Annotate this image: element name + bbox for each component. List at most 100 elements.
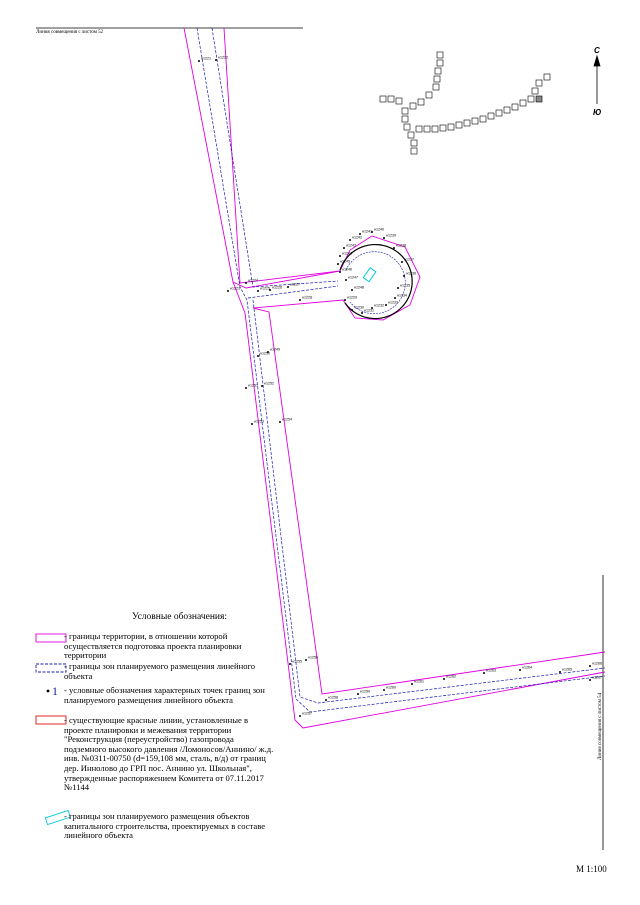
station-area	[339, 243, 413, 320]
point-label: н1226	[272, 286, 282, 290]
point-label: н1247	[348, 276, 358, 280]
point-label: н1224	[248, 279, 258, 283]
point-marker	[267, 351, 269, 353]
point-label: н1249	[270, 348, 280, 352]
point-marker	[344, 299, 346, 301]
point-label: н1262	[446, 675, 456, 679]
point-label: н1236	[406, 272, 416, 276]
point-label: н1250	[260, 352, 270, 356]
point-label: н1259	[360, 690, 370, 694]
point-label: н1244	[342, 252, 352, 256]
legend-title: Условные обозначения:	[132, 612, 228, 622]
point-label: н1243	[346, 244, 356, 248]
point-label: н1257	[302, 712, 312, 716]
point-marker	[371, 307, 373, 309]
compass-arrow	[593, 54, 601, 104]
point-marker	[261, 385, 263, 387]
point-label: н1266	[592, 662, 602, 666]
point-marker	[305, 659, 307, 661]
point-marker	[325, 699, 327, 701]
point-marker	[269, 289, 271, 291]
legend-symbol-point-number: 1	[52, 684, 58, 698]
point-marker	[351, 309, 353, 311]
point-label: н1227	[290, 283, 300, 287]
point-label: н1242	[352, 236, 362, 240]
point-label: н1237	[404, 258, 414, 262]
point-marker	[257, 355, 259, 357]
point-marker	[361, 312, 363, 314]
point-marker	[257, 290, 259, 292]
point-label: н1228	[302, 296, 312, 300]
point-label: н1245	[340, 260, 350, 264]
point-marker	[339, 271, 341, 273]
point-marker	[215, 59, 217, 61]
legend-symbol-territory	[35, 633, 67, 643]
compass-north-label: С	[594, 46, 600, 55]
point-label: н1239	[386, 234, 396, 238]
point-label: н1234	[397, 294, 407, 298]
point-marker	[589, 665, 591, 667]
point-marker	[559, 671, 561, 673]
point-label: н1223	[230, 287, 240, 291]
point-marker	[385, 304, 387, 306]
point-label: н1251	[248, 384, 258, 388]
map-scale: М 1:100	[576, 864, 607, 874]
point-label: н1233	[388, 301, 398, 305]
point-marker	[198, 60, 200, 62]
match-line-top-label: Линия совмещения с листом 52	[36, 30, 104, 35]
point-marker	[299, 715, 301, 717]
point-marker	[279, 421, 281, 423]
point-marker	[357, 693, 359, 695]
point-marker	[343, 247, 345, 249]
point-label: н1222	[218, 56, 228, 60]
key-map	[379, 51, 551, 155]
point-marker	[227, 290, 229, 292]
point-marker	[394, 297, 396, 299]
point-marker	[289, 663, 291, 665]
point-label: н1232	[374, 304, 384, 308]
compass-south-label: Ю	[593, 108, 602, 117]
point-label: н1229	[347, 296, 357, 300]
point-label: н1241	[362, 230, 372, 234]
point-label: н1248	[354, 286, 364, 290]
point-label: н1258	[328, 696, 338, 700]
point-marker	[443, 678, 445, 680]
point-marker	[371, 231, 373, 233]
point-marker	[245, 282, 247, 284]
legend-symbol-red-line	[35, 715, 67, 725]
point-marker	[397, 287, 399, 289]
legend-item-territory: - границы территории, в отношении которо…	[64, 631, 242, 661]
point-marker	[337, 263, 339, 265]
point-marker	[483, 672, 485, 674]
point-label: н1231	[364, 309, 374, 313]
zone-boundary	[196, 27, 606, 713]
point-marker	[519, 669, 521, 671]
point-label: н1253	[254, 420, 264, 424]
point-label: н1252	[264, 382, 274, 386]
point-marker	[345, 279, 347, 281]
point-label: н1255	[292, 660, 302, 664]
point-marker	[401, 261, 403, 263]
legend-item-zone: - границы зон планируемого размещения ли…	[64, 661, 256, 681]
point-label: н1260	[386, 686, 396, 690]
point-label: н1256	[308, 656, 318, 660]
point-marker	[299, 299, 301, 301]
point-label: н1235	[400, 284, 410, 288]
point-marker	[251, 423, 253, 425]
point-marker	[411, 683, 413, 685]
legend-symbol-point	[46, 689, 50, 693]
point-label: н1263	[486, 669, 496, 673]
point-label: н1265	[562, 668, 572, 672]
point-label: н1240	[374, 228, 384, 232]
point-marker	[359, 233, 361, 235]
legend-item-red-lines: - существующие красные линии, установлен…	[64, 715, 274, 793]
point-label: н1261	[414, 680, 424, 684]
point-label: н1230	[354, 306, 364, 310]
point-marker	[589, 679, 591, 681]
point-label: н1221	[201, 57, 211, 61]
match-line-right-label: Линия совмещения с листом 54	[598, 692, 603, 760]
point-label: н1254	[282, 418, 292, 422]
point-marker	[245, 387, 247, 389]
point-marker	[351, 289, 353, 291]
